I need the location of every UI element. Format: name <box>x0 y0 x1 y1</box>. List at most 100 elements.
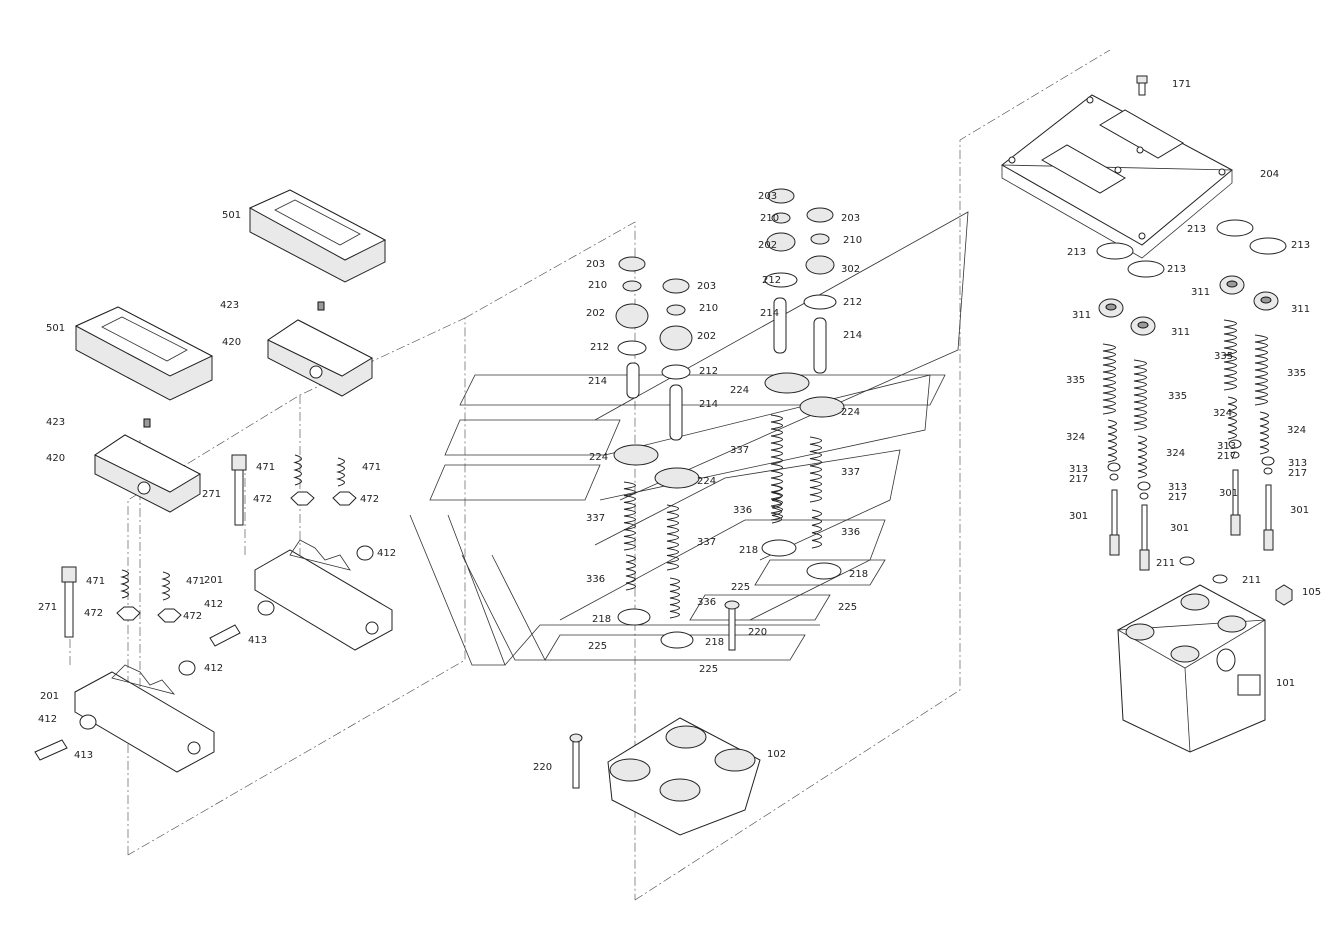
spring-coil <box>1133 359 1147 431</box>
bushings-412-413 <box>34 545 374 761</box>
part-label-271b: 271 <box>38 602 57 613</box>
cover-plate-204 <box>1001 94 1233 259</box>
spring-coil <box>1254 334 1268 406</box>
part-label-217b: 217 <box>1288 468 1307 479</box>
part-label-218b: 218 <box>849 569 868 580</box>
part-label-225a: 225 <box>731 582 750 593</box>
part-label-337c: 337 <box>586 513 605 524</box>
part-label-302: 302 <box>841 264 860 275</box>
part-label-212a: 212 <box>762 275 781 286</box>
part-label-412a: 412 <box>377 548 396 559</box>
spring-coil <box>1227 396 1237 440</box>
part-label-201a: 201 <box>204 575 223 586</box>
center-springs <box>623 414 822 619</box>
part-label-501b: 501 <box>46 323 65 334</box>
springs-471 <box>120 454 345 601</box>
part-label-271a: 271 <box>202 489 221 500</box>
part-label-214b: 214 <box>843 330 862 341</box>
part-label-202d: 202 <box>697 331 716 342</box>
part-label-413b: 413 <box>74 750 93 761</box>
part-label-211a: 211 <box>1156 558 1175 569</box>
part-label-313b: 313 <box>1288 458 1307 469</box>
pedal-cover-501-upper <box>248 189 387 283</box>
nuts-472 <box>116 491 357 623</box>
base-201-upper <box>254 539 393 651</box>
screw-220 <box>569 733 583 789</box>
part-label-412d: 412 <box>38 714 57 725</box>
part-label-214d: 214 <box>699 399 718 410</box>
springs-335-324 <box>1102 319 1269 479</box>
part-label-335d: 335 <box>1168 391 1187 402</box>
part-label-336d: 336 <box>697 597 716 608</box>
o-rings-213 <box>1096 219 1287 278</box>
part-label-212b: 212 <box>843 297 862 308</box>
part-label-420a: 420 <box>222 337 241 348</box>
part-label-213c: 213 <box>1067 247 1086 258</box>
pin-423 <box>143 301 325 428</box>
plug-105 <box>1275 584 1293 606</box>
part-label-224c: 224 <box>589 452 608 463</box>
part-label-203d: 203 <box>697 281 716 292</box>
part-label-224b: 224 <box>841 407 860 418</box>
part-label-313a: 313 <box>1217 441 1236 452</box>
part-label-412b: 412 <box>204 599 223 610</box>
spring-coil <box>161 571 170 601</box>
spring-coil <box>120 569 129 599</box>
part-label-336b: 336 <box>841 527 860 538</box>
spring-coil <box>1137 435 1147 479</box>
bracket-420-upper <box>266 319 374 397</box>
part-label-311a: 311 <box>1191 287 1210 298</box>
bracket-420-lower <box>94 434 202 513</box>
part-label-214c: 214 <box>588 376 607 387</box>
part-label-472b: 472 <box>360 494 379 505</box>
part-label-105: 105 <box>1302 587 1321 598</box>
part-label-301c: 301 <box>1069 511 1088 522</box>
part-label-472d: 472 <box>183 611 202 622</box>
part-label-337a: 337 <box>730 445 749 456</box>
part-label-225d: 225 <box>699 664 718 675</box>
part-label-336c: 336 <box>586 574 605 585</box>
part-label-423a: 423 <box>220 300 239 311</box>
part-label-203b: 203 <box>841 213 860 224</box>
part-label-212c: 212 <box>590 342 609 353</box>
part-label-471c: 471 <box>86 576 105 587</box>
part-label-313d: 313 <box>1168 482 1187 493</box>
part-label-337d: 337 <box>697 537 716 548</box>
part-label-211b: 211 <box>1242 575 1261 586</box>
part-label-335b: 335 <box>1287 368 1306 379</box>
part-label-413a: 413 <box>248 635 267 646</box>
part-label-311c: 311 <box>1072 310 1091 321</box>
spring-coil <box>336 457 345 487</box>
pedal-cover-501-lower <box>74 306 214 401</box>
part-label-301d: 301 <box>1170 523 1189 534</box>
part-label-220a: 220 <box>748 627 767 638</box>
spring-coil <box>771 484 782 524</box>
base-201-lower <box>74 664 215 773</box>
part-label-220b: 220 <box>533 762 552 773</box>
part-label-313c: 313 <box>1069 464 1088 475</box>
center-stack-left <box>613 256 700 649</box>
part-label-471b: 471 <box>362 462 381 473</box>
part-label-225b: 225 <box>838 602 857 613</box>
part-label-171: 171 <box>1172 79 1191 90</box>
part-label-213a: 213 <box>1187 224 1206 235</box>
part-label-336a: 336 <box>733 505 752 516</box>
part-label-412c: 412 <box>204 663 223 674</box>
part-label-420b: 420 <box>46 453 65 464</box>
part-label-218d: 218 <box>705 637 724 648</box>
part-label-217a: 217 <box>1217 451 1236 462</box>
spring-coil <box>623 481 636 551</box>
part-label-202c: 202 <box>586 308 605 319</box>
part-label-214a: 214 <box>760 308 779 319</box>
spring-coil <box>625 554 636 591</box>
part-label-210a: 210 <box>760 213 779 224</box>
part-label-101: 101 <box>1276 678 1295 689</box>
part-label-201b: 201 <box>40 691 59 702</box>
part-label-335a: 335 <box>1214 351 1233 362</box>
spring-coil <box>666 504 679 571</box>
part-label-324d: 324 <box>1166 448 1185 459</box>
part-label-213d: 213 <box>1167 264 1186 275</box>
spring-coil <box>811 509 822 549</box>
part-label-471d: 471 <box>186 576 205 587</box>
